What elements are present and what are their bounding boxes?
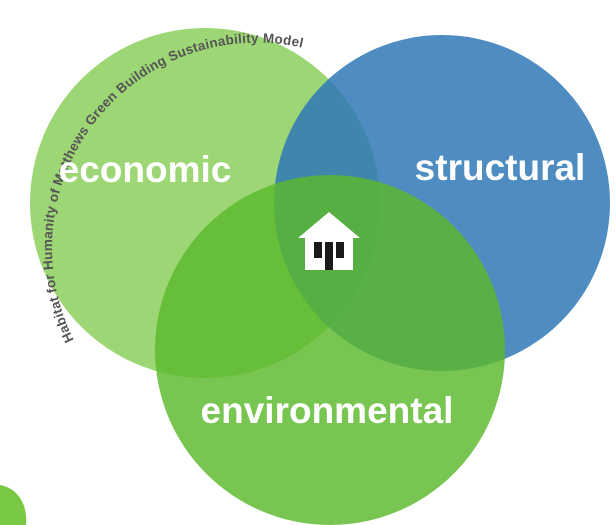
circle-environmental <box>155 175 505 525</box>
label-economic: economic <box>59 149 232 190</box>
house-icon <box>298 212 360 270</box>
label-environmental: environmental <box>201 390 454 431</box>
leaf-decoration <box>0 485 27 525</box>
label-structural: structural <box>415 147 586 188</box>
